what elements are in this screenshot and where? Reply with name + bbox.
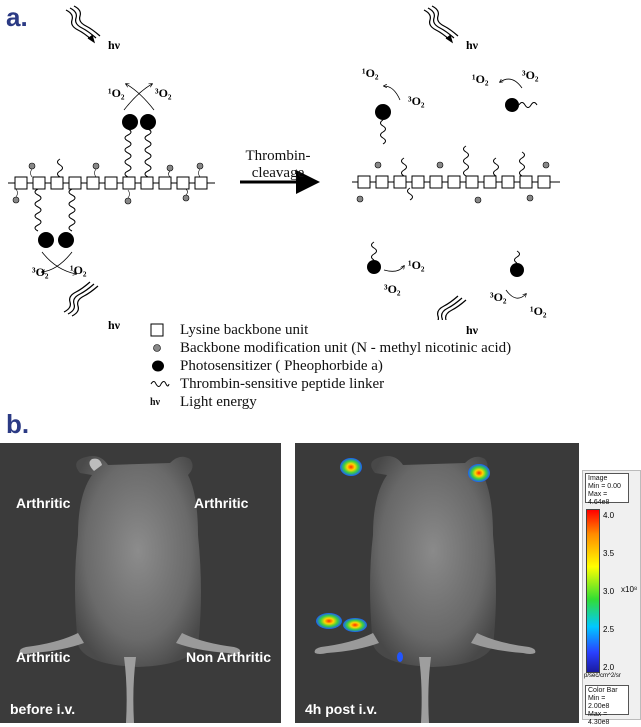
wavy-line-icon — [150, 377, 180, 391]
legend-text: Lysine backbone unit — [180, 321, 309, 338]
colorbar-tick: 2.5 — [603, 625, 615, 634]
light-wave-icon — [65, 5, 101, 44]
fluorescence-hotspots — [316, 458, 490, 662]
modification-units-left — [12, 162, 204, 205]
hv-icon: hν — [150, 396, 161, 408]
colorbar-unit: p/sec/cm^2/sr — [584, 673, 621, 679]
arrow-label: Thrombin- cleavage — [236, 148, 320, 182]
small-dot-icon — [150, 341, 180, 355]
triplet-oxygen-label: ³O₂ — [408, 94, 425, 108]
photosensitizers-left-bottom — [38, 232, 74, 248]
triplet-oxygen-label: ³O₂ — [32, 265, 49, 279]
color-bar-range-box: Color Bar Min = 2.00e8 Max = 4.30e8 — [585, 685, 629, 726]
non-arthritic-label: Non Arthritic — [186, 649, 272, 665]
polymer-backbone-right — [352, 175, 560, 189]
legend-text: Backbone modification unit (N - methyl n… — [180, 339, 512, 356]
hv-label: hν — [108, 38, 121, 52]
legend-text: Light energy — [180, 393, 257, 410]
image-range-min: Min = 0.00 — [588, 483, 621, 490]
singlet-oxygen-label: ¹O₂ — [408, 258, 425, 272]
legend-row-photosensitizer: Photosensitizer ( Pheophorbide a) — [150, 356, 383, 376]
colorbar-tick: 4.0 — [603, 511, 615, 520]
peptide-linkers-left-top — [57, 122, 152, 178]
triplet-oxygen-label: ³O₂ — [384, 282, 401, 296]
cleaved-linkers-right — [401, 145, 525, 201]
arthritic-label: Arthritic — [16, 649, 71, 665]
image-range-box: Image Min = 0.00 Max = 4.64e8 — [585, 473, 629, 506]
colorbar-tick: 3.0 — [603, 587, 615, 596]
legend-row-modification: Backbone modification unit (N - methyl n… — [150, 338, 511, 358]
free-oxygen-arrows — [384, 79, 526, 299]
singlet-oxygen-label: ¹O₂ — [530, 304, 547, 318]
legend-text: Thrombin-sensitive peptide linker — [180, 375, 385, 392]
panel-a-diagram — [8, 5, 560, 320]
image-caption: 4h post i.v. — [305, 701, 378, 717]
oxygen-exchange-arrows-top — [123, 84, 155, 111]
singlet-oxygen-label: ¹O₂ — [70, 263, 87, 277]
triplet-oxygen-label: ³O₂ — [490, 290, 507, 304]
legend-row-linker: Thrombin-sensitive peptide linker — [150, 374, 384, 394]
mouse-silhouette — [0, 443, 281, 723]
arrow-label-line1: Thrombin- — [245, 148, 311, 164]
color-bar-max: Max = 4.30e8 — [588, 711, 610, 726]
singlet-oxygen-label: ¹O₂ — [472, 72, 489, 86]
free-photosensitizers — [367, 98, 524, 277]
panel-a-label: a. — [6, 2, 28, 32]
hv-label: hν — [466, 38, 479, 52]
hv-label: hν — [108, 318, 121, 332]
modification-units-right — [356, 161, 550, 204]
light-wave-icon — [63, 281, 99, 317]
large-dot-icon — [150, 359, 180, 373]
arthritic-label: Arthritic — [16, 495, 71, 511]
peptide-linkers-left-bottom — [34, 188, 76, 232]
color-gradient-bar — [586, 509, 600, 673]
singlet-oxygen-label: ¹O₂ — [362, 66, 379, 80]
legend-row-lysine: Lysine backbone unit — [150, 320, 308, 340]
hv-label: hν — [466, 323, 479, 337]
image-caption: before i.v. — [10, 701, 76, 717]
mouse-image-after: 4h post i.v. — [295, 443, 579, 723]
light-wave-icon — [423, 5, 459, 44]
legend-text: Photosensitizer ( Pheophorbide a) — [180, 357, 383, 374]
arthritic-label: Arthritic — [194, 495, 249, 511]
free-linkers — [371, 102, 538, 264]
legend-row-light: hν Light energy — [150, 392, 257, 412]
colorbar-tick: 2.0 — [603, 663, 615, 672]
colorbar-multiplier: x10⁸ — [621, 585, 638, 594]
color-bar-title: Color Bar — [588, 687, 618, 694]
panel-b-label: b. — [6, 409, 30, 439]
color-bar-legend: Image Min = 0.00 Max = 4.64e8 4.0 3.5 3.… — [582, 470, 641, 726]
photosensitizers-left-top — [122, 114, 156, 130]
polymer-backbone-left — [8, 176, 215, 190]
triplet-oxygen-label: ³O₂ — [522, 68, 539, 82]
image-range-title: Image — [588, 475, 608, 482]
triplet-oxygen-label: ³O₂ — [155, 86, 172, 100]
image-range-max: Max = 4.64e8 — [588, 491, 610, 506]
square-icon — [150, 323, 180, 337]
mouse-image-before: Arthritic Arthritic Arthritic Non Arthri… — [0, 443, 281, 723]
colorbar-tick: 3.5 — [603, 549, 615, 558]
color-bar-min: Min = 2.00e8 — [588, 695, 610, 710]
singlet-oxygen-label: ¹O₂ — [108, 86, 125, 100]
light-wave-icon — [437, 295, 467, 320]
mouse-silhouette — [295, 443, 579, 723]
arrow-label-line2: cleavage — [251, 165, 305, 181]
oxygen-exchange-arrows-bottom — [42, 251, 76, 274]
